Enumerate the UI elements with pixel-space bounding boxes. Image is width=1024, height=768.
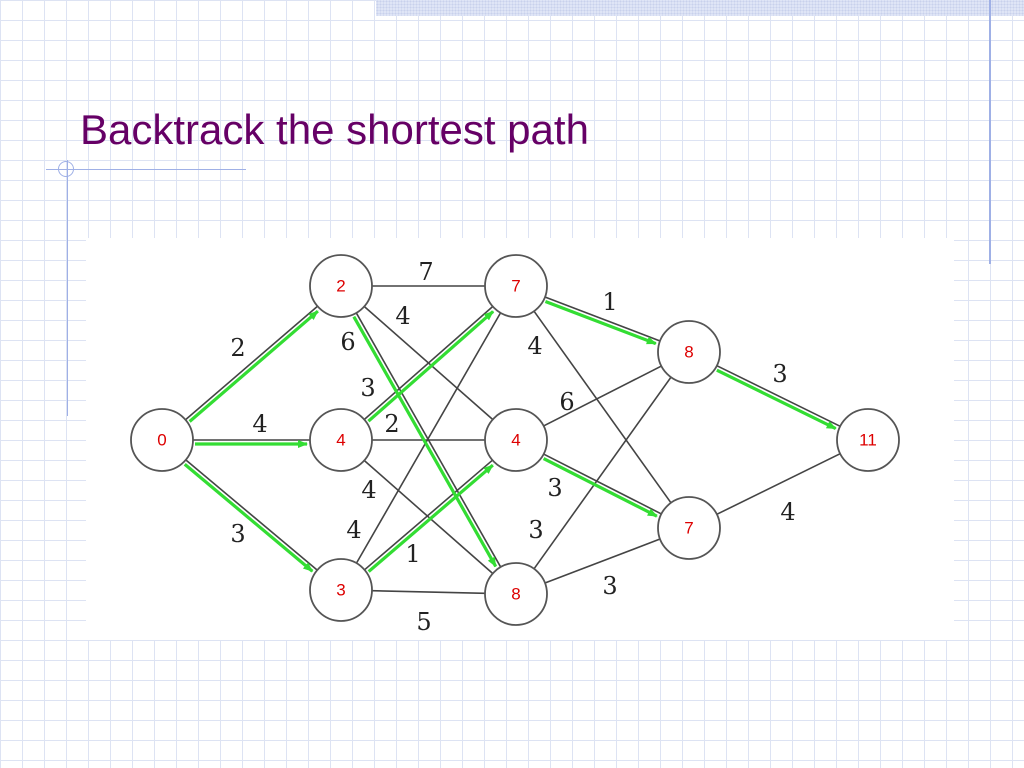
node-circle bbox=[484, 562, 548, 626]
node-label: 7 bbox=[684, 519, 693, 538]
node-label: 8 bbox=[511, 585, 520, 604]
edge-b2-c1 bbox=[543, 365, 662, 427]
rule-circle-ornament bbox=[58, 161, 74, 177]
node-label: 4 bbox=[336, 431, 345, 450]
edge-b3-c2 bbox=[544, 538, 661, 584]
node-circle bbox=[309, 254, 373, 318]
edge-weight-b1-c2: 4 bbox=[527, 332, 542, 360]
node-circle bbox=[309, 408, 373, 472]
edge-weight-c1-t: 3 bbox=[772, 360, 787, 388]
node-label: 2 bbox=[336, 277, 345, 296]
path-arrow-c1-t bbox=[716, 368, 837, 431]
edge-s-a1 bbox=[184, 305, 319, 421]
edge-weight-b3-c2: 3 bbox=[602, 572, 617, 600]
path-arrow-s-a1 bbox=[188, 309, 319, 423]
edge-weight-a2-b2: 2 bbox=[384, 410, 399, 438]
graph-node-b2: 4 bbox=[484, 408, 548, 472]
edge-b1-c1 bbox=[544, 296, 661, 342]
graph-node-c1: 8 bbox=[657, 320, 721, 384]
edge-b2-c2 bbox=[543, 453, 662, 515]
graph-node-c2: 7 bbox=[657, 496, 721, 560]
edge-weight-a3-b1: 4 bbox=[346, 516, 361, 544]
edge-a2-b3 bbox=[363, 459, 494, 575]
slide-title: Backtrack the shortest path bbox=[80, 106, 589, 153]
node-label: 7 bbox=[511, 277, 520, 296]
edge-weight-b2-c1: 6 bbox=[559, 388, 574, 416]
edge-b3-c1 bbox=[533, 376, 672, 570]
node-label: 3 bbox=[336, 581, 345, 600]
node-label: 8 bbox=[684, 343, 693, 362]
graph-node-a2: 4 bbox=[309, 408, 373, 472]
node-circle bbox=[657, 496, 721, 560]
highlight-layer bbox=[183, 300, 837, 573]
edge-b1-c2 bbox=[533, 310, 672, 504]
edge-weight-a3-b3: 5 bbox=[416, 608, 431, 636]
edge-weight-c2-t: 4 bbox=[780, 498, 795, 526]
header-pattern-bar bbox=[376, 0, 1024, 16]
edge-weight-a3-b2: 1 bbox=[405, 540, 420, 568]
edge-layer bbox=[184, 285, 841, 595]
edge-weight-a1-b2: 4 bbox=[395, 302, 410, 330]
edge-s-a3 bbox=[185, 459, 318, 571]
edge-weight-a1-b1: 7 bbox=[418, 258, 433, 286]
edge-a3-b2 bbox=[364, 459, 493, 571]
path-arrow-a3-b2 bbox=[367, 463, 494, 573]
edge-a3-b3 bbox=[371, 589, 486, 595]
edge-weight-s-a3: 3 bbox=[230, 520, 245, 548]
node-label: 0 bbox=[157, 431, 166, 450]
edge-weight-b3-c1: 3 bbox=[528, 516, 543, 544]
edge-a3-b1 bbox=[355, 312, 502, 564]
left-decor-rule bbox=[67, 160, 68, 416]
edge-weight-b1-c1: 1 bbox=[602, 288, 617, 316]
node-label: 11 bbox=[859, 431, 877, 450]
node-circle bbox=[309, 558, 373, 622]
edge-weight-b2-c2: 3 bbox=[547, 474, 562, 502]
node-circle bbox=[130, 408, 194, 472]
title-underline-rule bbox=[46, 169, 246, 170]
path-arrow-b1-c1 bbox=[544, 300, 657, 346]
node-circle bbox=[657, 320, 721, 384]
edge-a2-b1 bbox=[363, 305, 494, 421]
edge-c1-t bbox=[716, 364, 841, 428]
edge-weight-s-a2: 4 bbox=[252, 410, 267, 438]
graph-node-b1: 7 bbox=[484, 254, 548, 318]
graph-node-t: 11 bbox=[836, 408, 900, 472]
graph-node-s: 0 bbox=[130, 408, 194, 472]
edge-weight-s-a1: 2 bbox=[230, 334, 245, 362]
right-decor-rule bbox=[989, 0, 991, 264]
node-label: 4 bbox=[511, 431, 520, 450]
edge-weight-a2-b3: 4 bbox=[361, 476, 376, 504]
node-circle bbox=[836, 408, 900, 472]
path-arrow-s-a3 bbox=[183, 463, 314, 573]
node-circle bbox=[484, 408, 548, 472]
edge-c2-t bbox=[716, 452, 841, 516]
path-arrow-a2-b1 bbox=[367, 310, 495, 423]
graph-node-a1: 2 bbox=[309, 254, 373, 318]
graph-node-b3: 8 bbox=[484, 562, 548, 626]
node-circle bbox=[484, 254, 548, 318]
graph-node-a3: 3 bbox=[309, 558, 373, 622]
edge-weight-a2-b1: 3 bbox=[360, 374, 375, 402]
path-arrow-a1-b3 bbox=[352, 315, 498, 568]
edge-weight-a1-b3: 6 bbox=[340, 328, 355, 356]
path-arrow-b2-c2 bbox=[542, 457, 658, 518]
